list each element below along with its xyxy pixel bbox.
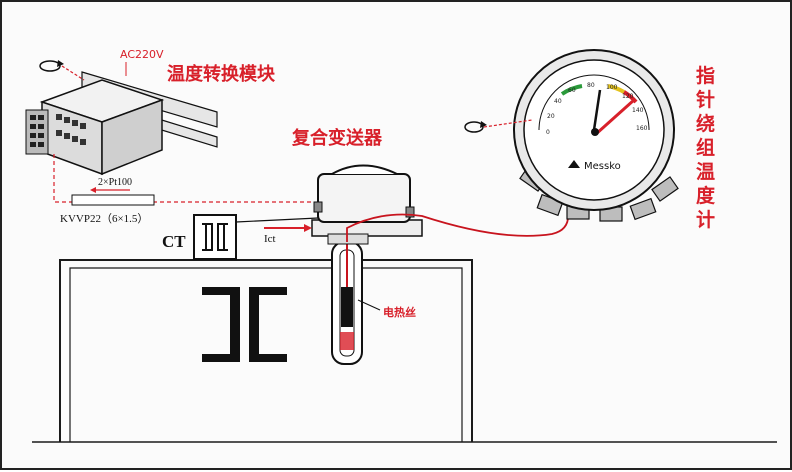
ct-box: [193, 214, 237, 260]
module-rotate-icon: [39, 60, 85, 81]
scale-tick-label: 80: [587, 82, 595, 89]
ct-label: CT: [162, 232, 186, 251]
gauge-title-char: 温: [696, 161, 715, 183]
cable-type-label: KVVP22（6×1.5）: [60, 212, 148, 225]
heater-label: 电热丝: [383, 305, 416, 319]
module-signal-dashed-line: [53, 154, 314, 203]
messko-gauge: [513, 49, 679, 222]
scale-tick-label: 100: [606, 84, 618, 91]
ict-label: Ict: [264, 233, 276, 245]
transmitter-title: 复合变送器: [291, 127, 383, 149]
gauge-scale-ticks: 0 20 40 60 80 100 120 140 160: [546, 82, 648, 136]
gauge-title-char: 计: [696, 209, 715, 231]
composite-transmitter: [311, 164, 423, 245]
gauge-title: 指 针 绕 组 温 度 计: [696, 65, 716, 231]
gauge-brand-label: Messko: [584, 161, 621, 172]
transformer-tank: [32, 259, 777, 443]
scale-tick-label: 40: [554, 98, 562, 105]
gauge-title-char: 组: [696, 136, 715, 159]
supply-label: AC220V: [120, 48, 164, 61]
scale-tick-label: 160: [636, 125, 648, 132]
winding-core-symbol: [202, 287, 287, 362]
scale-tick-label: 20: [547, 113, 555, 120]
pt100-cable-arrow: [71, 187, 155, 206]
scale-tick-label: 120: [622, 93, 634, 100]
gauge-scale-arc: [538, 74, 650, 131]
ct-signal-line: [235, 217, 319, 232]
gauge-title-char: 度: [696, 184, 716, 207]
thermowell-pocket: [331, 241, 381, 365]
sensor-cable-label: 2×Pt100: [98, 177, 132, 188]
module-title: 温度转换模块: [167, 63, 276, 85]
gauge-pointer-black: [592, 89, 602, 131]
gauge-pointer-red: [594, 98, 636, 136]
gauge-rotate-icon: [464, 119, 533, 133]
scale-tick-label: 60: [568, 87, 576, 94]
capillary-cable: [346, 211, 570, 242]
gauge-title-char: 针: [696, 88, 715, 111]
conversion-module: [25, 79, 165, 176]
scale-tick-label: 140: [632, 107, 644, 114]
gauge-title-char: 绕: [696, 112, 715, 135]
messko-logo-icon: [568, 160, 580, 168]
scale-tick-label: 0: [546, 129, 550, 136]
gauge-title-char: 指: [696, 65, 715, 87]
